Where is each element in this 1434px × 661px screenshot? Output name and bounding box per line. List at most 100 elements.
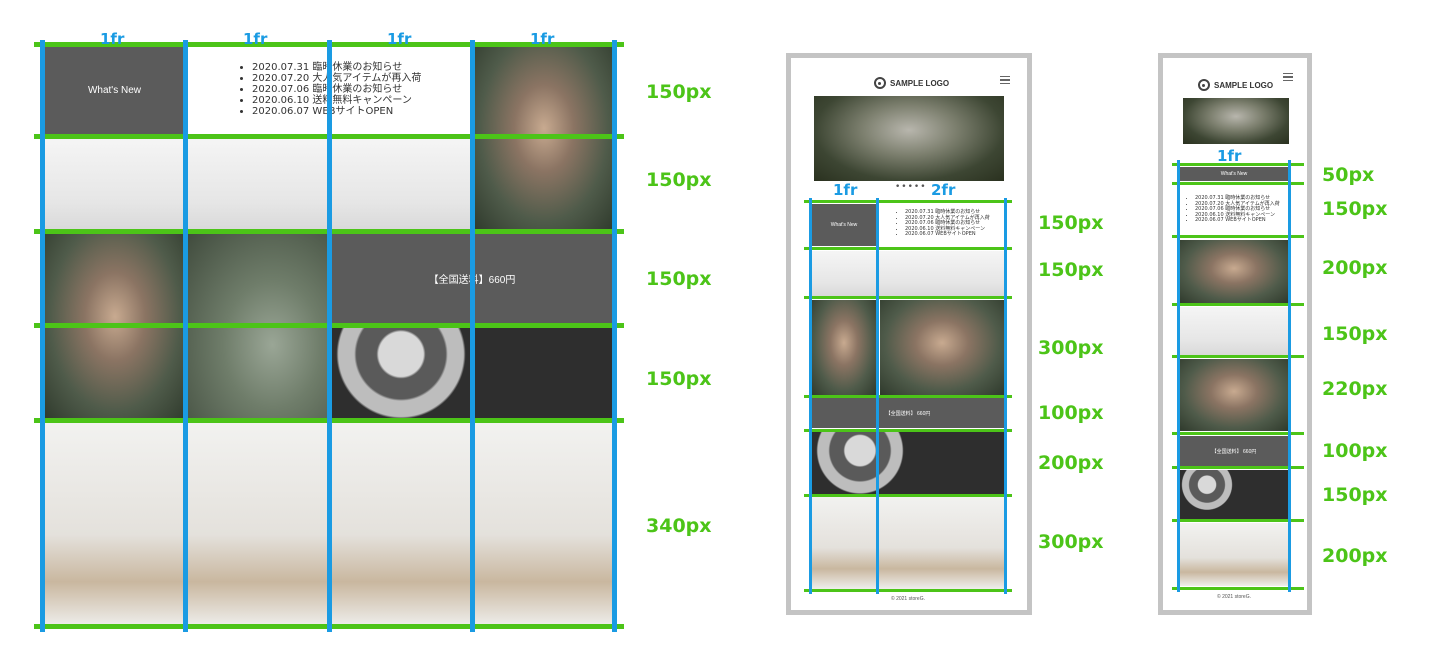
mobile-shipping-banner-text: 【全国送料】 660円 — [1211, 448, 1257, 455]
news-item[interactable]: 2020.07.20 大人気アイテムが再入荷 — [1195, 201, 1287, 208]
row-label: 100px — [1038, 402, 1104, 424]
row-label: 150px — [646, 81, 712, 103]
row-line — [1172, 466, 1304, 469]
row-line — [804, 200, 1012, 203]
news-item[interactable]: 2020.06.10 送料無料キャンペーン — [252, 95, 470, 106]
news-item[interactable]: 2020.07.20 大人気アイテムが再入荷 — [252, 73, 470, 84]
tablet-news-list: 2020.07.31 臨時休業のお知らせ 2020.07.20 大人気アイテムが… — [893, 209, 998, 238]
tablet-woman-flowers-photo — [812, 300, 876, 395]
row-line — [804, 589, 1012, 592]
row-label: 150px — [1038, 212, 1104, 234]
column-label: 1fr — [387, 30, 412, 48]
mobile-shelf-photo — [1180, 307, 1288, 355]
tablet-whats-new[interactable]: What's New — [812, 204, 876, 246]
row-label: 200px — [1038, 452, 1104, 474]
row-label: 150px — [1322, 198, 1388, 220]
news-item[interactable]: 2020.07.06 臨時休業のお知らせ — [252, 84, 470, 95]
column-line — [876, 198, 879, 594]
tablet-logo[interactable]: SAMPLE LOGO — [874, 77, 949, 89]
news-item[interactable]: 2020.06.10 送料無料キャンペーン — [905, 226, 998, 233]
column-line — [470, 40, 475, 632]
news-item[interactable]: 2020.07.20 大人気アイテムが再入荷 — [905, 215, 998, 222]
tablet-logo-text: SAMPLE LOGO — [890, 78, 950, 88]
whats-new-label: What's New — [87, 84, 142, 96]
news-item[interactable]: 2020.07.06 臨時休業のお知らせ — [1195, 206, 1287, 213]
row-label: 300px — [1038, 531, 1104, 553]
column-label: 2fr — [931, 181, 956, 199]
row-line — [1172, 235, 1304, 238]
tablet-succulent-photo — [812, 432, 1004, 494]
row-label: 150px — [1038, 259, 1104, 281]
logo-icon — [874, 77, 886, 89]
menu-icon[interactable] — [1000, 76, 1010, 84]
mobile-room-photo — [1180, 523, 1288, 586]
column-line — [809, 198, 812, 594]
logo-icon — [1198, 79, 1210, 91]
row-label: 150px — [1322, 323, 1388, 345]
mobile-shipping-banner[interactable]: 【全国送料】 660円 — [1180, 436, 1288, 466]
carousel-dots[interactable]: ••••• — [895, 182, 927, 192]
row-line — [1172, 182, 1304, 185]
mobile-woman-flowers-photo — [1180, 240, 1288, 303]
column-line — [183, 40, 188, 632]
news-item[interactable]: 2020.06.07 WEBサイトOPEN — [252, 106, 470, 117]
mobile-whats-new[interactable]: What's New — [1180, 167, 1288, 181]
column-label: 1fr — [100, 30, 125, 48]
column-label: 1fr — [833, 181, 858, 199]
column-label: 1fr — [530, 30, 555, 48]
tablet-whats-new-label: What's New — [830, 222, 858, 228]
mobile-logo-text: SAMPLE LOGO — [1214, 80, 1274, 90]
row-line — [804, 247, 1012, 250]
whats-new-cell[interactable]: What's New — [44, 45, 185, 135]
mobile-news-list: 2020.07.31 臨時休業のお知らせ 2020.07.20 大人気アイテムが… — [1183, 195, 1287, 224]
row-label: 220px — [1322, 378, 1388, 400]
news-item[interactable]: 2020.06.07 WEBサイトOPEN — [905, 231, 998, 238]
tablet-shipping-banner[interactable]: 【全国送料】 660円 — [812, 398, 1004, 428]
tablet-hero-photo — [814, 96, 1004, 181]
news-item[interactable]: 2020.07.31 臨時休業のお知らせ — [905, 209, 998, 216]
column-label: 1fr — [243, 30, 268, 48]
row-label: 150px — [1322, 484, 1388, 506]
column-line — [1004, 198, 1007, 594]
mobile-woman-back-photo — [1180, 359, 1288, 431]
row-line — [1172, 519, 1304, 522]
tablet-shipping-banner-text: 【全国送料】 660円 — [885, 410, 931, 417]
row-line — [804, 429, 1012, 432]
row-label: 340px — [646, 515, 712, 537]
news-list: 2020.07.31 臨時休業のお知らせ 2020.07.20 大人気アイテムが… — [240, 62, 470, 117]
row-line — [1172, 163, 1304, 166]
row-label: 50px — [1322, 164, 1375, 186]
row-label: 150px — [646, 268, 712, 290]
row-label: 200px — [1322, 257, 1388, 279]
mobile-footer: © 2021 storeG. — [1217, 594, 1251, 600]
tablet-shelf-photo — [812, 251, 1004, 296]
tablet-footer: © 2021 storeG. — [891, 596, 925, 602]
row-line — [1172, 432, 1304, 435]
column-line — [612, 40, 617, 632]
news-item[interactable]: 2020.07.31 臨時休業のお知らせ — [252, 62, 470, 73]
mobile-logo[interactable]: SAMPLE LOGO — [1198, 79, 1273, 91]
column-line — [40, 40, 45, 632]
row-line — [1172, 355, 1304, 358]
row-line — [804, 494, 1012, 497]
news-item[interactable]: 2020.07.31 臨時休業のお知らせ — [1195, 195, 1287, 202]
row-label: 150px — [646, 368, 712, 390]
row-label: 150px — [646, 169, 712, 191]
mobile-whats-new-label: What's New — [1220, 171, 1248, 177]
row-label: 100px — [1322, 440, 1388, 462]
tablet-woman-back-photo — [880, 300, 1004, 395]
row-label: 200px — [1322, 545, 1388, 567]
row-line — [804, 296, 1012, 299]
row-line — [1172, 587, 1304, 590]
tablet-room-photo — [812, 497, 1004, 589]
menu-icon[interactable] — [1283, 73, 1293, 81]
interior-shelf-photo — [44, 138, 474, 230]
news-item[interactable]: 2020.06.07 WEBサイトOPEN — [1195, 217, 1287, 224]
mobile-hero-photo — [1183, 98, 1289, 144]
row-line — [1172, 303, 1304, 306]
row-label: 300px — [1038, 337, 1104, 359]
column-line — [1177, 160, 1180, 592]
news-item[interactable]: 2020.06.10 送料無料キャンペーン — [1195, 212, 1287, 219]
news-item[interactable]: 2020.07.06 臨時休業のお知らせ — [905, 220, 998, 227]
column-line — [327, 40, 332, 632]
